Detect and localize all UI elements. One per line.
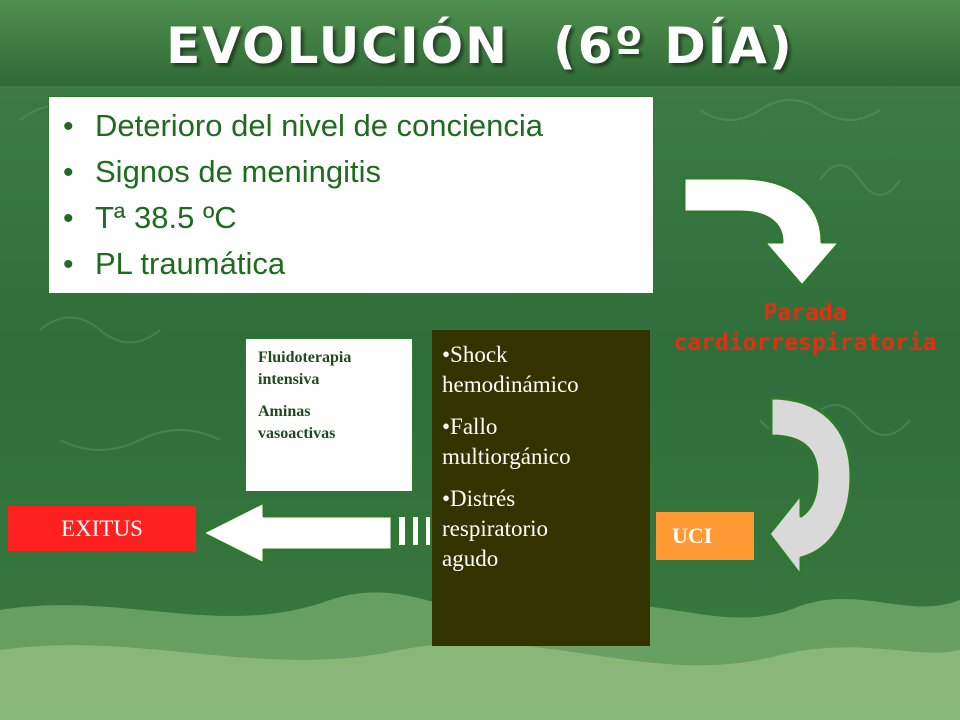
complication-line: •Fallo [442,414,498,439]
slide-title: EVOLUCIÓN (6º DÍA) [0,6,960,86]
bullet: • [63,202,74,235]
exitus-box: EXITUS [8,506,196,551]
complication-line: respiratorio [442,516,549,541]
complications-box: •Shock hemodinámico •Fallo multiorgánico… [432,330,650,646]
event-label: Parada cardiorrespiratoria [650,298,960,358]
complication-line: •Shock [442,342,508,367]
treatment-line: vasoactivas [258,425,336,442]
complication-item: •Distrés respiratorio agudo [442,484,650,574]
complication-item: •Fallo multiorgánico [442,412,650,472]
symptom-item: • Tª 38.5 ºC [63,195,653,241]
complication-line: multiorgánico [442,444,571,469]
event-line-1: Parada [763,300,847,326]
symptom-item: • Deterioro del nivel de conciencia [63,103,653,149]
title-main: EVOLUCIÓN [166,17,509,75]
symptom-item: • PL traumática [63,241,653,287]
symptom-text: Signos de meningitis [95,154,382,189]
symptom-item: • Signos de meningitis [63,149,653,195]
symptoms-list: • Deterioro del nivel de conciencia • Sign… [63,103,653,287]
symptom-text: Deterioro del nivel de conciencia [95,108,544,143]
uci-box: UCI [656,512,754,560]
symptoms-box: • Deterioro del nivel de conciencia • Sign… [48,96,654,294]
complication-line: hemodinámico [442,372,579,397]
curved-down-arrow-icon [682,176,842,288]
complication-line: agudo [442,546,499,571]
treatment-line: intensiva [258,371,320,388]
symptom-text: Tª 38.5 ºC [95,200,237,235]
title-day: (6º DÍA) [552,17,794,75]
left-arrow-icon [200,500,394,566]
treatment-item: Fluidoterapia intensiva [258,347,412,391]
treatment-box: Fluidoterapia intensiva Aminas vasoactiv… [245,338,413,492]
u-turn-arrow-icon [767,396,853,578]
treatment-line: Aminas [258,403,311,420]
bullet: • [63,156,74,189]
symptom-text: PL traumática [95,246,286,281]
bullet: • [63,110,74,143]
bullet: • [63,248,74,281]
treatment-line: Fluidoterapia [258,349,352,366]
arrow-stripes-icon [397,515,432,547]
treatment-item: Aminas vasoactivas [258,401,412,445]
complication-line: •Distrés [442,486,516,511]
event-line-2: cardiorrespiratoria [673,330,937,356]
complication-item: •Shock hemodinámico [442,340,650,400]
